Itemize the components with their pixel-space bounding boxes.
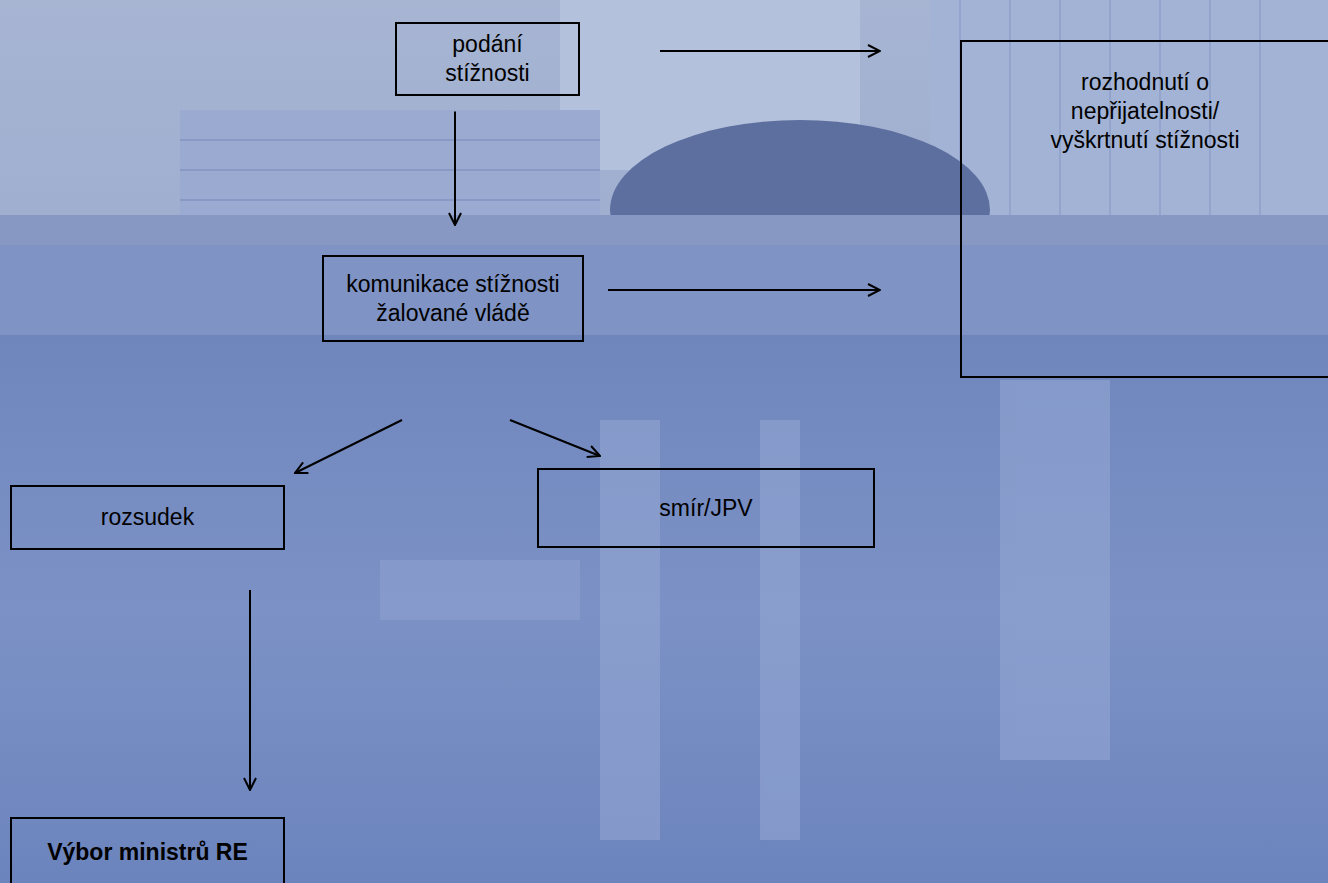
outcome-box: rozhodnutí o nepřijatelnosti/ vyškrtnutí… xyxy=(960,40,1328,378)
flow-arrow xyxy=(608,289,880,291)
outcome-box: smír/JPV xyxy=(537,468,875,548)
node-label: Výbor ministrů RE xyxy=(47,838,248,867)
process-box: komunikace stížnosti žalované vládě xyxy=(322,255,584,342)
flow-arrow xyxy=(454,112,456,226)
node-label: rozhodnutí o nepřijatelnosti/ vyškrtnutí… xyxy=(1020,68,1270,154)
flow-arrow xyxy=(660,50,880,52)
node-label: smír/JPV xyxy=(659,494,752,523)
node-label: komunikace stížnosti žalované vládě xyxy=(334,270,572,328)
outcome-box: rozsudek xyxy=(10,485,285,550)
flow-arrow xyxy=(295,420,402,473)
node-label: podání stížnosti xyxy=(407,30,568,88)
flow-arrow xyxy=(249,590,251,790)
final-box: Výbor ministrů RE xyxy=(10,817,285,883)
process-box: podání stížnosti xyxy=(395,22,580,96)
node-label: rozsudek xyxy=(101,503,194,532)
flow-arrow xyxy=(510,420,600,456)
